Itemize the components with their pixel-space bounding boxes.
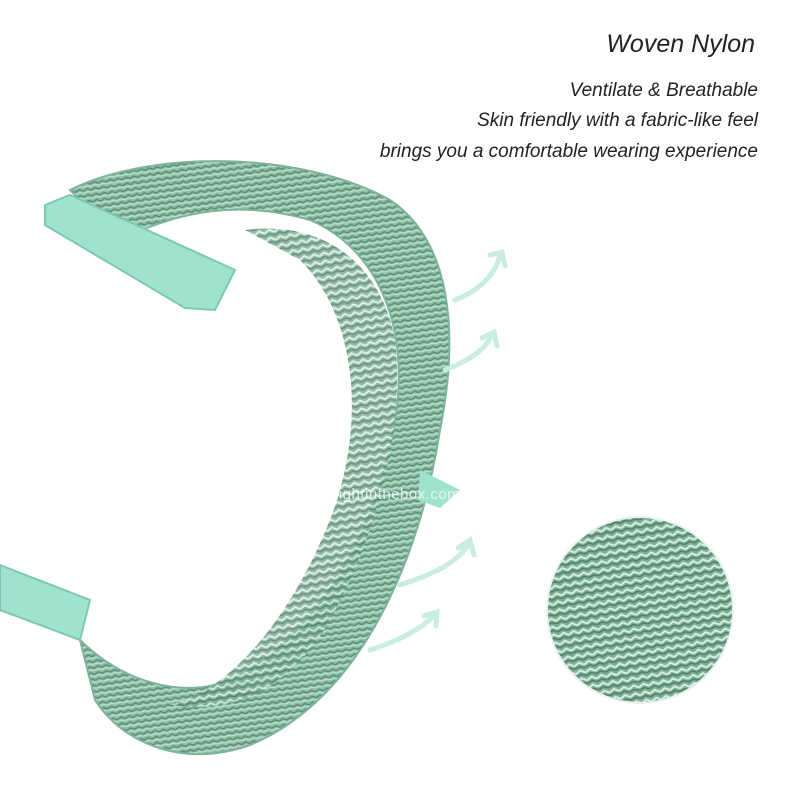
top-clasp (44, 193, 237, 312)
feature-text: Ventilate & Breathable (569, 80, 758, 101)
bottom-clasp (0, 563, 92, 642)
band-loop (68, 160, 451, 756)
product-title: Woven Nylon (606, 30, 755, 58)
texture-closeup (547, 517, 733, 703)
band-inner (170, 228, 398, 708)
watermark: Lightinthebox.com (330, 486, 461, 503)
texture-closeup-border (546, 516, 734, 704)
feature-text: brings you a comfortable wearing experie… (379, 141, 758, 162)
feature-text: Skin friendly with a fabric-like feel (477, 110, 758, 131)
side-pin (418, 470, 460, 508)
airflow-arrows (367, 248, 508, 653)
